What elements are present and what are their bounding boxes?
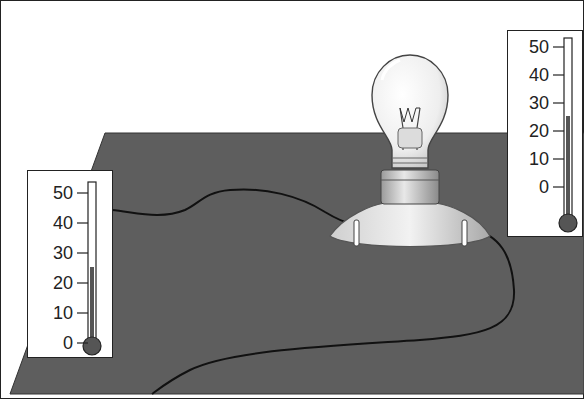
highlight (382, 60, 400, 80)
scale-number: 20 (53, 273, 73, 293)
thermometer-bulb (83, 337, 101, 355)
scale-number: 50 (529, 37, 549, 57)
thermometer (507, 30, 583, 237)
scale-number: 10 (529, 149, 549, 169)
scale-tick (553, 102, 564, 103)
bulb-neck (392, 158, 428, 163)
glass-stem (398, 128, 422, 148)
scale-number: 10 (53, 303, 73, 323)
terminal (462, 220, 467, 246)
scale-number: 40 (53, 213, 73, 233)
thermometer-bulb (559, 214, 577, 232)
scale-number: 30 (53, 243, 73, 263)
wire (112, 189, 352, 224)
scale-tick (77, 192, 88, 193)
light-bulb (372, 55, 448, 168)
lamp-socket (381, 170, 439, 204)
scale-number: 0 (539, 177, 549, 197)
thermometer-card: 50 40 30 20 10 0 (507, 30, 583, 237)
thermometer (27, 170, 113, 358)
scale-tick (553, 186, 564, 187)
scale-tick (77, 342, 88, 343)
mercury (566, 116, 570, 223)
lamp-base (330, 203, 490, 247)
mercury (90, 267, 94, 346)
scale-tick (77, 222, 88, 223)
scale-number: 20 (529, 121, 549, 141)
scale-tick (553, 46, 564, 47)
terminal (354, 220, 359, 246)
scale-tick (77, 252, 88, 253)
scale-tick (77, 282, 88, 283)
scale-tick (553, 74, 564, 75)
scale-tick (77, 312, 88, 313)
thermometer-tube (564, 38, 572, 223)
scale-number: 50 (53, 183, 73, 203)
filament (400, 108, 420, 122)
table-top (10, 133, 584, 394)
thermometer-tube (88, 182, 96, 346)
scale-number: 30 (529, 93, 549, 113)
socket-ring (381, 180, 439, 181)
card-ground (507, 30, 583, 237)
scale-tick (553, 158, 564, 159)
thermometer-card: 50 40 30 20 10 0 (27, 170, 113, 358)
wire (152, 228, 514, 394)
scale-number: 0 (63, 333, 73, 353)
scale-number: 40 (529, 65, 549, 85)
scale-tick (553, 130, 564, 131)
card-ground (27, 170, 113, 358)
